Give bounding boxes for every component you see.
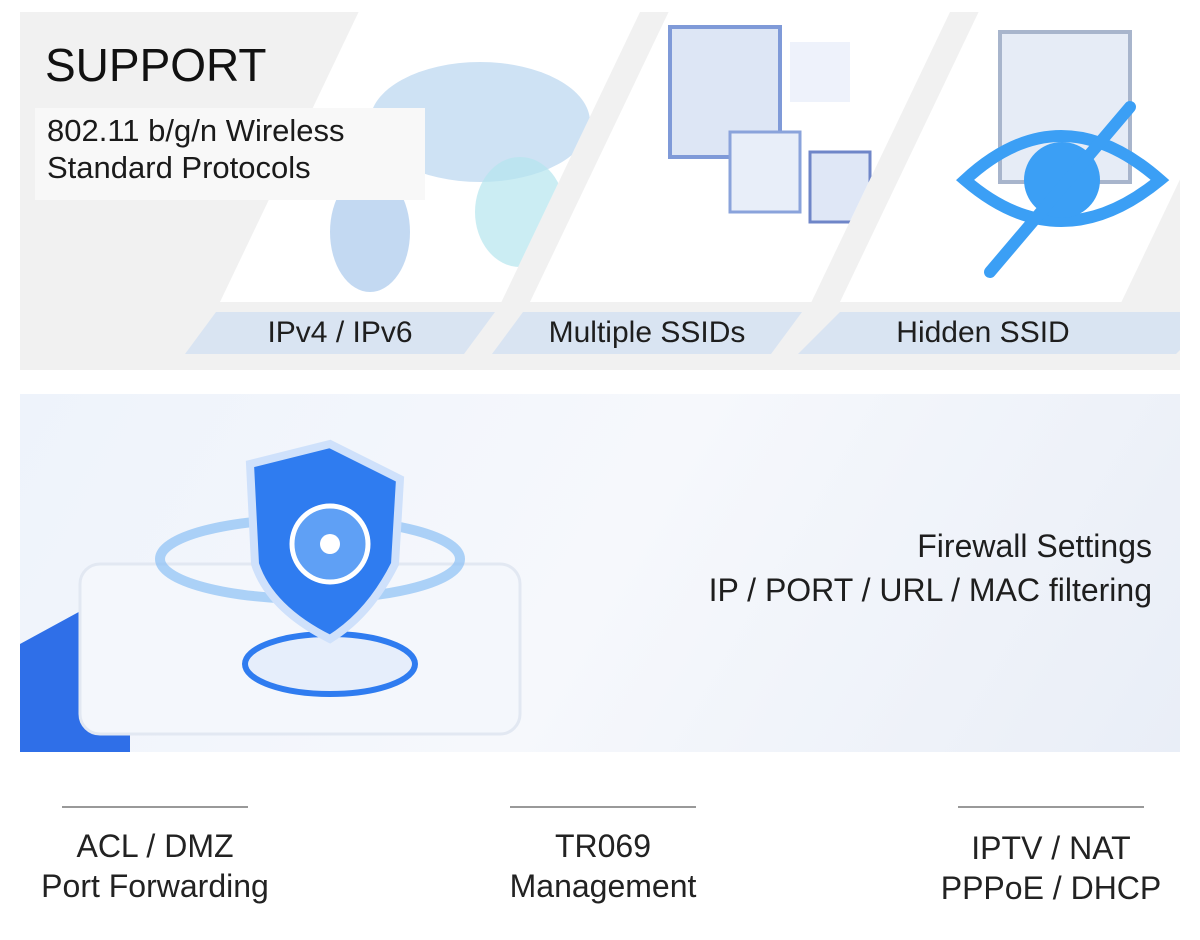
firewall-filtering: IP / PORT / URL / MAC filtering — [708, 572, 1152, 608]
divider — [62, 806, 248, 808]
subtitle-line2: Standard Protocols — [47, 150, 311, 185]
divider — [510, 806, 696, 808]
shield-icon — [20, 439, 522, 752]
multi-device-pane — [530, 12, 950, 302]
feature-line1: TR069 — [554, 828, 652, 864]
feature-tag-ssids: Multiple SSIDs — [492, 312, 802, 354]
feature-line2: Management — [509, 868, 697, 904]
subtitle-line1: 802.11 b/g/n Wireless — [47, 113, 345, 148]
eye-slash-icon — [955, 30, 1170, 278]
firewall-heading: Firewall Settings — [917, 528, 1152, 564]
feature-line1: ACL / DMZ — [76, 828, 234, 864]
multiple-devices-icon — [668, 25, 872, 224]
feature-line2: PPPoE / DHCP — [940, 870, 1162, 906]
feature-line1: IPTV / NAT — [971, 830, 1131, 866]
divider — [958, 806, 1144, 808]
wireless-standard-box: 802.11 b/g/n Wireless Standard Protocols — [35, 108, 425, 200]
feature-acl-dmz: ACL / DMZ Port Forwarding — [41, 806, 269, 904]
world-map-icon — [330, 62, 590, 292]
firewall-text: Firewall Settings IP / PORT / URL / MAC … — [709, 524, 1152, 612]
support-title: SUPPORT — [45, 39, 267, 91]
support-panel: SUPPORT 802.11 b/g/n Wireless Standard P… — [20, 12, 1180, 370]
feature-tag-hidden-ssid: Hidden SSID — [798, 312, 1180, 354]
feature-iptv-nat: IPTV / NAT PPPoE / DHCP — [941, 806, 1161, 906]
feature-line2: Port Forwarding — [41, 868, 269, 904]
firewall-panel: Firewall Settings IP / PORT / URL / MAC … — [20, 394, 1180, 752]
feature-tag-ipv: IPv4 / IPv6 — [185, 312, 495, 354]
